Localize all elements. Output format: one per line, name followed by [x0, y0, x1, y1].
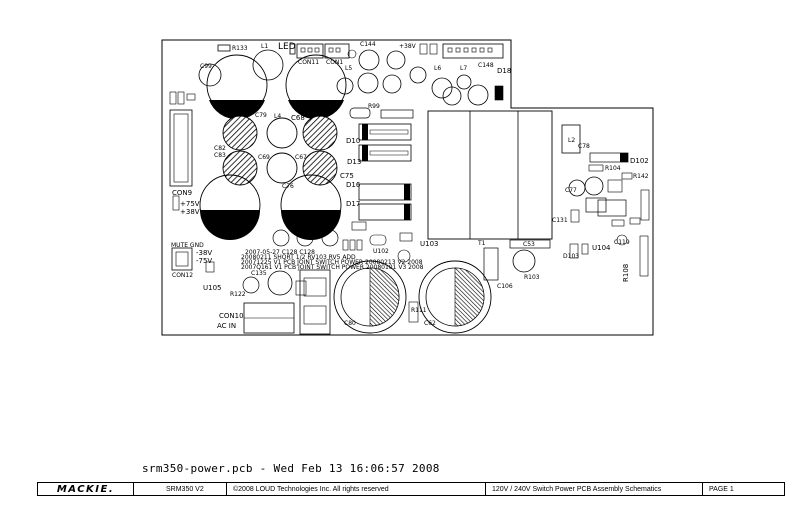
c68-label: C68: [291, 114, 305, 122]
d13-label: D13: [347, 158, 361, 166]
con11-connector: [296, 43, 324, 59]
c62-label: C62: [424, 320, 436, 327]
c119-label: C119: [614, 239, 630, 246]
model-cell: SRM350 V2: [134, 483, 227, 495]
c69-capacitor: [266, 117, 298, 149]
title-block: MACKIE. SRM350 V2 ©2008 LOUD Technologie…: [37, 482, 785, 496]
r103-label: R103: [524, 274, 540, 281]
r108-connector: [639, 235, 649, 277]
l2-inductor: [561, 124, 581, 154]
d102-label: D102: [630, 157, 649, 165]
l5-label: L5: [345, 65, 352, 72]
d16-diode: [358, 183, 412, 201]
r99-resistor: [349, 107, 371, 119]
led-part: [289, 43, 296, 55]
t1-label: T1: [477, 240, 486, 247]
logo-cell: MACKIE.: [38, 483, 134, 495]
l1-inductor: [252, 49, 284, 81]
c79-label: C79: [255, 112, 267, 119]
d103-label: D103: [563, 253, 579, 260]
copyright-cell: ©2008 LOUD Technologies Inc. All rights …: [227, 483, 486, 495]
d17-diode: [358, 203, 412, 221]
silk-line-3: 20071225 V1 PCB JOINT SWITCH POWER 20080…: [241, 259, 423, 266]
c62-input-capacitor: [418, 260, 492, 334]
r133-resistor: [217, 44, 231, 52]
document-title-cell: 120V / 240V Switch Power PCB Assembly Sc…: [486, 483, 703, 495]
c83-label: C83: [214, 152, 226, 159]
c80-input-capacitor: [333, 260, 407, 334]
c72-label: +38V: [399, 43, 417, 50]
c53-label: C53: [523, 241, 535, 248]
pcb-filename: srm350-power.pcb - Wed Feb 13 16:06:57 2…: [142, 462, 440, 475]
r103-capacitor: [512, 249, 536, 273]
c75-label: C75: [340, 172, 354, 180]
silk-line-4: 2007Q161 V1 PCB JOINT SWITCH POWER 20080…: [241, 264, 424, 271]
c78-label: C78: [578, 143, 590, 150]
fuse-block: [299, 269, 331, 335]
l7-label: L7: [460, 65, 467, 72]
c69-label: C69: [258, 154, 270, 161]
c148-label: C148: [478, 62, 494, 69]
u105-label: U105: [203, 284, 221, 292]
c90-capacitor: [358, 49, 380, 71]
r108-label: R108: [622, 264, 630, 282]
p75-label: +75V: [180, 200, 200, 208]
d17-label: D17: [346, 200, 360, 208]
con11-label: CON11: [298, 59, 319, 66]
silk-line-2: 20080211 SHORT 1/2 RV103 RV5 ADD: [241, 254, 356, 261]
c135-label: C135: [251, 270, 267, 277]
mackie-logo: MACKIE.: [56, 483, 115, 495]
con10-label: CON10: [219, 312, 244, 320]
m75-label: -75V: [196, 257, 212, 265]
l1-label: L1: [261, 43, 268, 50]
c77-label: C77: [565, 187, 577, 194]
c144-label: C144: [360, 41, 376, 48]
c53-capacitor: [509, 239, 551, 249]
u102-label: U102: [373, 248, 389, 255]
c99-capacitor: [198, 63, 222, 87]
t1-transformer: [427, 110, 553, 240]
d10-diode: [358, 123, 412, 141]
r142-label: R142: [633, 173, 649, 180]
c80-label: C80: [344, 320, 356, 327]
con9-label: CON9: [172, 189, 192, 197]
m38-label: -38V: [196, 249, 212, 257]
c131-label: C131: [552, 217, 568, 224]
c148-connector: [442, 43, 504, 59]
silk-line-1: 2007-05-27 C128 C128: [245, 249, 315, 256]
page-number-cell: PAGE 1: [709, 485, 734, 493]
led-label: LED: [278, 42, 296, 52]
mute-gnd-label: MUTE GND: [171, 242, 204, 249]
con1-label: CON1: [326, 59, 343, 66]
d18-label: D18: [497, 67, 511, 75]
con12-label: CON12: [172, 272, 193, 279]
c76-label: C76: [282, 183, 294, 190]
d10-label: D10: [346, 137, 360, 145]
d16-label: D16: [346, 181, 361, 189]
r133-label: R133: [232, 45, 248, 52]
ac-in-label: AC IN: [217, 322, 236, 330]
c82-label: C82: [214, 145, 226, 152]
l2-label: L2: [568, 137, 575, 144]
con12-connector: [171, 247, 193, 271]
c106-label: C106: [497, 283, 513, 290]
r111-label: R111: [411, 307, 427, 314]
u103-label: U103: [420, 240, 438, 248]
r104-label: R104: [605, 165, 621, 172]
r99-label: R99: [368, 103, 380, 110]
u104-label: U104: [592, 244, 611, 252]
l4-label: L4: [274, 113, 281, 120]
c99-label: C99: [200, 63, 212, 70]
p38-label: +38V: [180, 208, 200, 216]
d13-diode: [358, 144, 412, 162]
con9-connector: [169, 109, 193, 187]
c82-capacitor: [222, 115, 258, 151]
l6-label: L6: [434, 65, 441, 72]
r122-label: R122: [230, 291, 246, 298]
c67-label: C67: [295, 154, 307, 161]
